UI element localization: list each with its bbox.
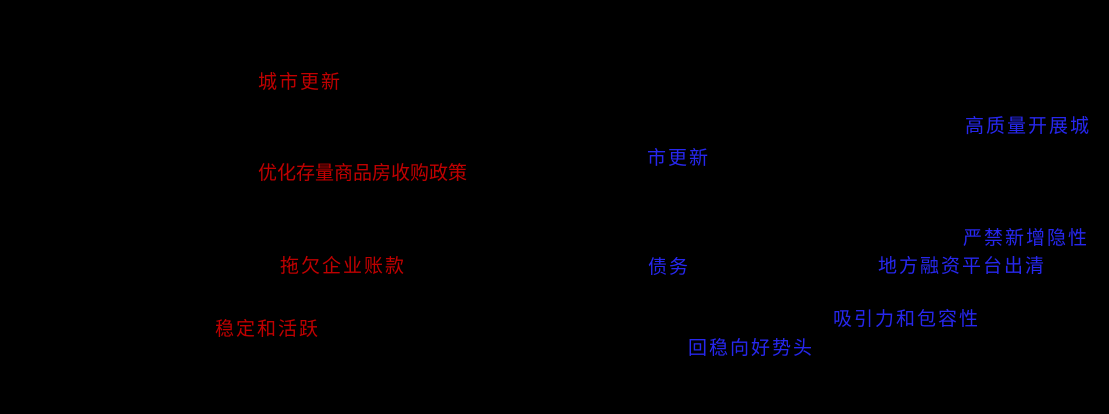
- highlighted-phrase-financing-platform: 地方融资平台出清: [878, 255, 1047, 277]
- highlighted-phrase-attractiveness: 吸引力和包容性: [833, 308, 981, 330]
- highlighted-phrase-high-quality-city: 高质量开展城: [965, 115, 1092, 137]
- highlighted-phrase-stable-active: 稳定和活跃: [215, 318, 321, 340]
- highlighted-phrase-city-renewal-cont: 市更新: [647, 147, 711, 169]
- highlighted-phrase-urban-renewal: 城市更新: [258, 71, 343, 93]
- highlighted-phrase-overdue-payments: 拖欠企业账款: [280, 255, 407, 277]
- highlighted-phrase-debt-cont: 债务: [648, 256, 691, 278]
- highlighted-phrase-housing-purchase: 优化存量商品房收购政策: [258, 162, 468, 184]
- highlighted-phrase-recovery-momentum: 回稳向好势头: [688, 337, 815, 359]
- highlighted-phrase-forbid-hidden: 严禁新增隐性: [963, 227, 1090, 249]
